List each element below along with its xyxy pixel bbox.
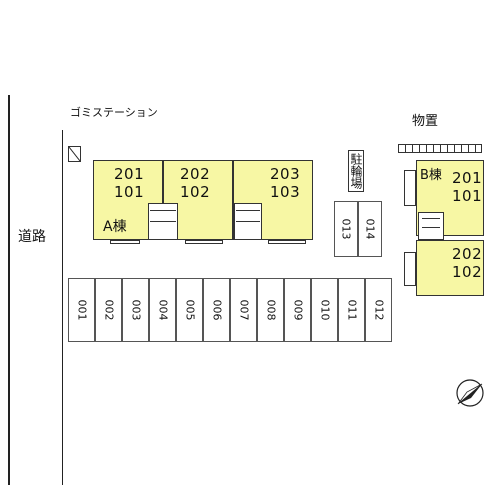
porch-step (404, 170, 416, 206)
entrance-notch (418, 212, 444, 240)
parking-space: 010 (311, 278, 338, 342)
building-b-label: B棟 (420, 168, 442, 183)
unit-upper-number: 201 (452, 169, 483, 187)
parking-space: 012 (365, 278, 392, 342)
unit-lower-number: 101 (452, 187, 483, 205)
porch-step (404, 252, 416, 286)
parking-space-number: 003 (129, 299, 142, 321)
parking-space-number: 004 (156, 299, 169, 321)
entrance-detail (236, 210, 260, 222)
parking-space-number: 012 (372, 299, 385, 321)
parking-space-number: 010 (318, 299, 331, 321)
road-label: 道路 (18, 229, 46, 245)
parking-space-number: 002 (102, 299, 115, 321)
porch-step (110, 240, 140, 244)
storage-shed (398, 144, 482, 153)
porch-step (268, 240, 306, 244)
entrance-detail (150, 210, 176, 222)
unit-upper-number: 202 (452, 245, 483, 263)
bicycle-space-number: 014 (363, 218, 377, 240)
unit-lower-number: 103 (270, 183, 301, 201)
bicycle-space-number: 013 (339, 218, 353, 240)
parking-space: 009 (284, 278, 311, 342)
parking-space-number: 009 (291, 299, 304, 321)
unit-lower-number: 102 (180, 183, 211, 201)
parking-space: 007 (230, 278, 257, 342)
north-arrow-icon (456, 379, 484, 407)
porch-step (185, 240, 223, 244)
building-b-unit-2 (416, 240, 484, 296)
parking-space-number: 001 (75, 299, 88, 321)
bicycle-parking-label: 駐輪場 (348, 150, 364, 192)
parking-space: 002 (95, 278, 122, 342)
parking-space: 003 (122, 278, 149, 342)
parking-space: 005 (176, 278, 203, 342)
parking-space-number: 006 (210, 299, 223, 321)
parking-space: 004 (149, 278, 176, 342)
road-line (8, 95, 10, 485)
storage-label: 物置 (412, 114, 439, 129)
parking-space-number: 008 (264, 299, 277, 321)
bicycle-space: 014 (358, 201, 382, 257)
parking-space-number: 005 (183, 299, 196, 321)
unit-lower-number: 102 (452, 263, 483, 281)
building-a-unit-1 (93, 160, 163, 240)
building-a-label: A棟 (103, 219, 127, 235)
unit-lower-number: 101 (114, 183, 145, 201)
garbage-station-box (68, 146, 81, 162)
unit-upper-number: 203 (270, 165, 301, 183)
parking-space-number: 011 (345, 299, 358, 321)
unit-upper-number: 202 (180, 165, 211, 183)
entrance-detail (422, 218, 440, 228)
site-boundary-left (62, 130, 63, 485)
parking-space: 006 (203, 278, 230, 342)
parking-space-number: 007 (237, 299, 250, 321)
parking-space: 008 (257, 278, 284, 342)
bicycle-space: 013 (334, 201, 358, 257)
garbage-station-label: ゴミステーション (70, 106, 158, 119)
parking-space: 001 (68, 278, 95, 342)
unit-upper-number: 201 (114, 165, 145, 183)
parking-space: 011 (338, 278, 365, 342)
